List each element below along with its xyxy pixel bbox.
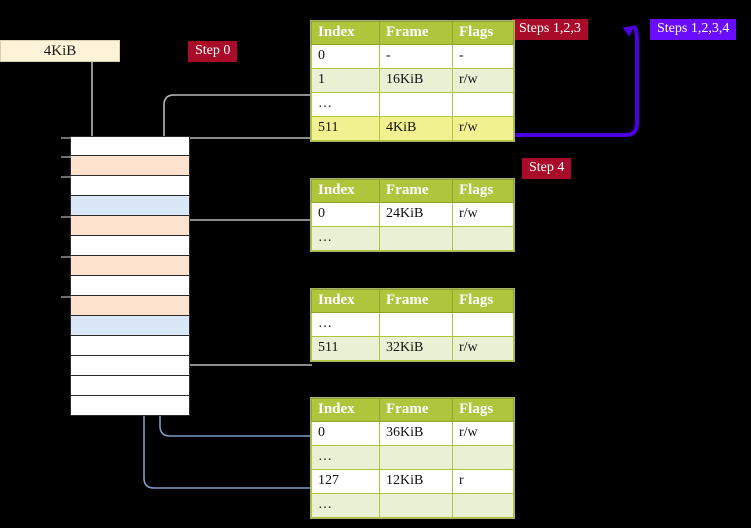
cell-frame: 32KiB bbox=[379, 336, 453, 361]
cell-frame bbox=[379, 226, 453, 251]
memory-frame-row bbox=[61, 136, 190, 156]
memory-tick-mark bbox=[61, 137, 71, 139]
col-header-frame: Frame bbox=[379, 398, 453, 422]
memory-frame-row bbox=[61, 156, 190, 176]
col-header-frame: Frame bbox=[379, 289, 453, 313]
cell-flags: r/w bbox=[452, 336, 514, 361]
table-row: 0-- bbox=[311, 44, 514, 69]
col-header-index: Index bbox=[311, 179, 380, 203]
cell-frame: 4KiB bbox=[379, 116, 453, 141]
table-row: … bbox=[311, 92, 514, 117]
badge-step-0: Step 0 bbox=[188, 41, 238, 62]
table-header-row: Index Frame Flags bbox=[311, 179, 514, 203]
col-header-index: Index bbox=[311, 398, 380, 422]
col-header-index: Index bbox=[311, 289, 380, 313]
region-4kib-box: 4KiB bbox=[0, 40, 120, 62]
cell-flags bbox=[452, 445, 514, 470]
col-header-flags: Flags bbox=[452, 398, 514, 422]
col-header-flags: Flags bbox=[452, 179, 514, 203]
cell-frame bbox=[379, 493, 453, 518]
cell-frame: 12KiB bbox=[379, 469, 453, 494]
cell-frame bbox=[379, 445, 453, 470]
cell-index: … bbox=[311, 92, 380, 117]
col-header-flags: Flags bbox=[452, 289, 514, 313]
cell-flags bbox=[452, 92, 514, 117]
cell-flags: r bbox=[452, 469, 514, 494]
col-header-index: Index bbox=[311, 21, 380, 45]
cell-flags: r/w bbox=[452, 421, 514, 446]
cell-index: 127 bbox=[311, 469, 380, 494]
cell-frame bbox=[379, 92, 453, 117]
badge-steps-123-label: Steps 1,2,3 bbox=[519, 21, 581, 36]
cell-frame bbox=[379, 312, 453, 337]
cell-frame: 24KiB bbox=[379, 202, 453, 227]
memory-tick-mark bbox=[61, 216, 71, 218]
memory-frame-row bbox=[61, 216, 190, 236]
cell-index: 0 bbox=[311, 421, 380, 446]
cell-index: 0 bbox=[311, 44, 380, 69]
cell-flags: r/w bbox=[452, 68, 514, 93]
cell-index: 1 bbox=[311, 68, 380, 93]
table-header-row: Index Frame Flags bbox=[311, 289, 514, 313]
memory-frame-row bbox=[70, 236, 190, 256]
memory-frame-row bbox=[70, 316, 190, 336]
table-row: … bbox=[311, 493, 514, 518]
cell-frame: 36KiB bbox=[379, 421, 453, 446]
badge-step-4-label: Step 4 bbox=[529, 160, 565, 175]
table-header-row: Index Frame Flags bbox=[311, 21, 514, 45]
cell-index: … bbox=[311, 445, 380, 470]
badge-step-0-label: Step 0 bbox=[195, 43, 231, 58]
cell-flags: - bbox=[452, 44, 514, 69]
table-header-row: Index Frame Flags bbox=[311, 398, 514, 422]
cell-flags: r/w bbox=[452, 202, 514, 227]
badge-steps-1234: Steps 1,2,3,4 bbox=[650, 19, 737, 40]
table-row: … bbox=[311, 226, 514, 251]
cell-index: 511 bbox=[311, 336, 380, 361]
cell-flags bbox=[452, 312, 514, 337]
physical-memory-column bbox=[61, 136, 190, 416]
memory-tick-mark bbox=[61, 296, 71, 298]
memory-frame-row bbox=[61, 256, 190, 276]
memory-tick-mark bbox=[61, 176, 71, 178]
memory-frame-row bbox=[70, 396, 190, 416]
cell-index: 0 bbox=[311, 202, 380, 227]
memory-frame-row bbox=[70, 356, 190, 376]
cell-index: … bbox=[311, 493, 380, 518]
memory-tick-mark bbox=[61, 156, 71, 158]
cell-frame: 16KiB bbox=[379, 68, 453, 93]
col-header-frame: Frame bbox=[379, 21, 453, 45]
cell-flags bbox=[452, 493, 514, 518]
col-header-frame: Frame bbox=[379, 179, 453, 203]
memory-frame-row bbox=[61, 296, 190, 316]
cell-index: 511 bbox=[311, 116, 380, 141]
col-header-flags: Flags bbox=[452, 21, 514, 45]
badge-steps-123: Steps 1,2,3 bbox=[512, 19, 588, 40]
memory-frame-row bbox=[70, 276, 190, 296]
memory-frame-row bbox=[70, 336, 190, 356]
region-4kib-label: 4KiB bbox=[43, 43, 77, 59]
cell-flags bbox=[452, 226, 514, 251]
badge-steps-1234-label: Steps 1,2,3,4 bbox=[657, 21, 730, 36]
memory-tick-mark bbox=[61, 256, 71, 258]
cell-flags: r/w bbox=[452, 116, 514, 141]
memory-frame-row bbox=[70, 196, 190, 216]
table-row: … bbox=[311, 312, 514, 337]
memory-frame-row bbox=[70, 376, 190, 396]
memory-frame-row bbox=[61, 176, 190, 196]
badge-step-4: Step 4 bbox=[522, 158, 572, 179]
cell-index: … bbox=[311, 226, 380, 251]
table-row: … bbox=[311, 445, 514, 470]
cell-frame: - bbox=[379, 44, 453, 69]
cell-index: … bbox=[311, 312, 380, 337]
